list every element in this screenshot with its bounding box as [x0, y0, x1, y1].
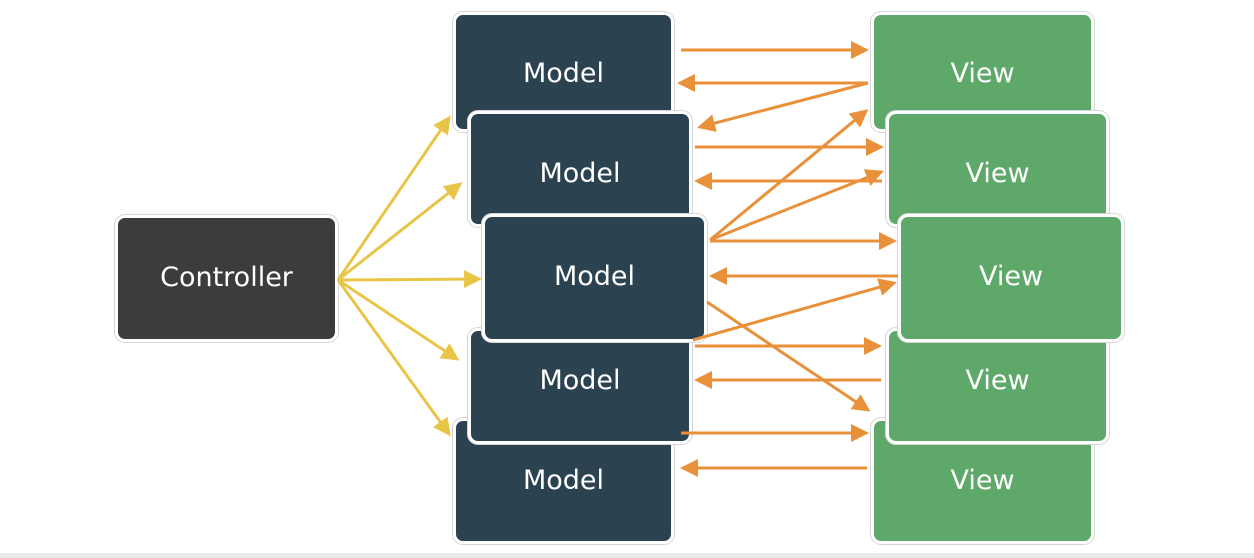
- controller-to-model-1-arrow: [336, 115, 451, 281]
- controller-label: Controller: [160, 262, 293, 293]
- controller-to-model-2-arrow: [337, 182, 463, 282]
- model-label: Model: [522, 58, 605, 89]
- view-label: View: [965, 365, 1030, 396]
- model-label: Model: [539, 365, 621, 396]
- view-box-2: View: [886, 111, 1109, 227]
- bottom-divider: [0, 553, 1254, 558]
- controller-to-model-5-arrow: [336, 279, 451, 437]
- model-4-to-view-3-arrow: [692, 278, 897, 342]
- view-label: View: [978, 261, 1044, 292]
- view-label: View: [950, 58, 1015, 89]
- model-3-to-view-2-arrow: [709, 169, 884, 242]
- model-box-2: Model: [468, 111, 692, 227]
- model-box-3: Model: [482, 214, 707, 342]
- model-3-to-view-5-arrow: [706, 300, 871, 412]
- view-label: View: [965, 158, 1030, 189]
- view-label: View: [950, 465, 1015, 496]
- controller-to-model-3-arrow: [337, 270, 482, 289]
- model-label: Model: [553, 261, 636, 292]
- model-label: Model: [522, 465, 605, 496]
- controller-box: Controller: [115, 215, 338, 342]
- view-box-4: View: [886, 328, 1109, 444]
- view-box-3: View: [898, 214, 1124, 342]
- controller-to-model-4-arrow: [337, 278, 460, 361]
- model-label: Model: [539, 158, 621, 189]
- view-1-to-model-2-arrow: [697, 81, 869, 132]
- model-3-to-view-1-arrow: [709, 109, 869, 242]
